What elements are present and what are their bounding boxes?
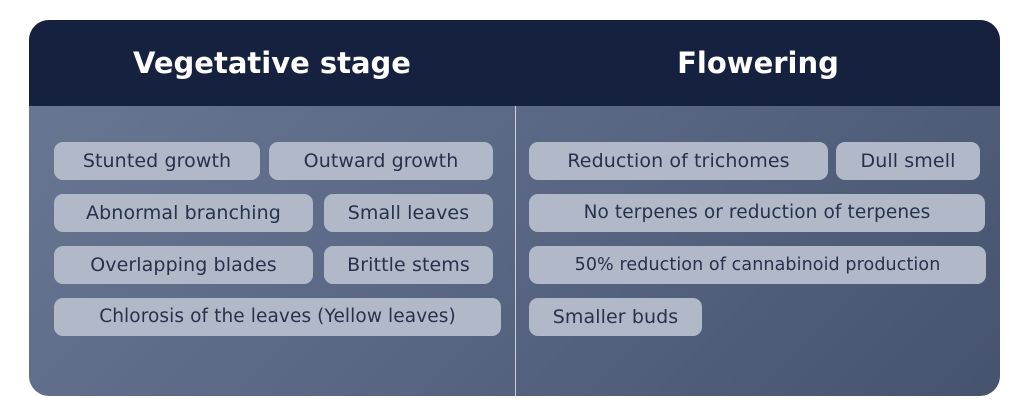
tag-chlorosis: Chlorosis of the leaves (Yellow leaves) bbox=[54, 298, 501, 336]
tag-brittle-stems: Brittle stems bbox=[324, 246, 493, 284]
tag-stunted-growth: Stunted growth bbox=[54, 142, 260, 180]
tag-small-leaves: Small leaves bbox=[324, 194, 493, 232]
tag-abnormal-branching: Abnormal branching bbox=[54, 194, 313, 232]
tag-overlapping-blades: Overlapping blades bbox=[54, 246, 313, 284]
column-divider bbox=[515, 106, 516, 396]
tag-dull-smell: Dull smell bbox=[836, 142, 980, 180]
tag-smaller-buds: Smaller buds bbox=[529, 298, 702, 336]
tag-outward-growth: Outward growth bbox=[269, 142, 493, 180]
card-header: Vegetative stage Flowering bbox=[29, 20, 1000, 106]
tag-cannabinoid-reduction: 50% reduction of cannabinoid production bbox=[529, 246, 986, 284]
flowering-title: Flowering bbox=[677, 46, 839, 80]
tag-reduction-trichomes: Reduction of trichomes bbox=[529, 142, 828, 180]
tag-no-terpenes: No terpenes or reduction of terpenes bbox=[529, 194, 985, 232]
vegetative-stage-title: Vegetative stage bbox=[133, 46, 411, 80]
comparison-card: Vegetative stage Flowering Stunted growt… bbox=[29, 20, 1000, 396]
